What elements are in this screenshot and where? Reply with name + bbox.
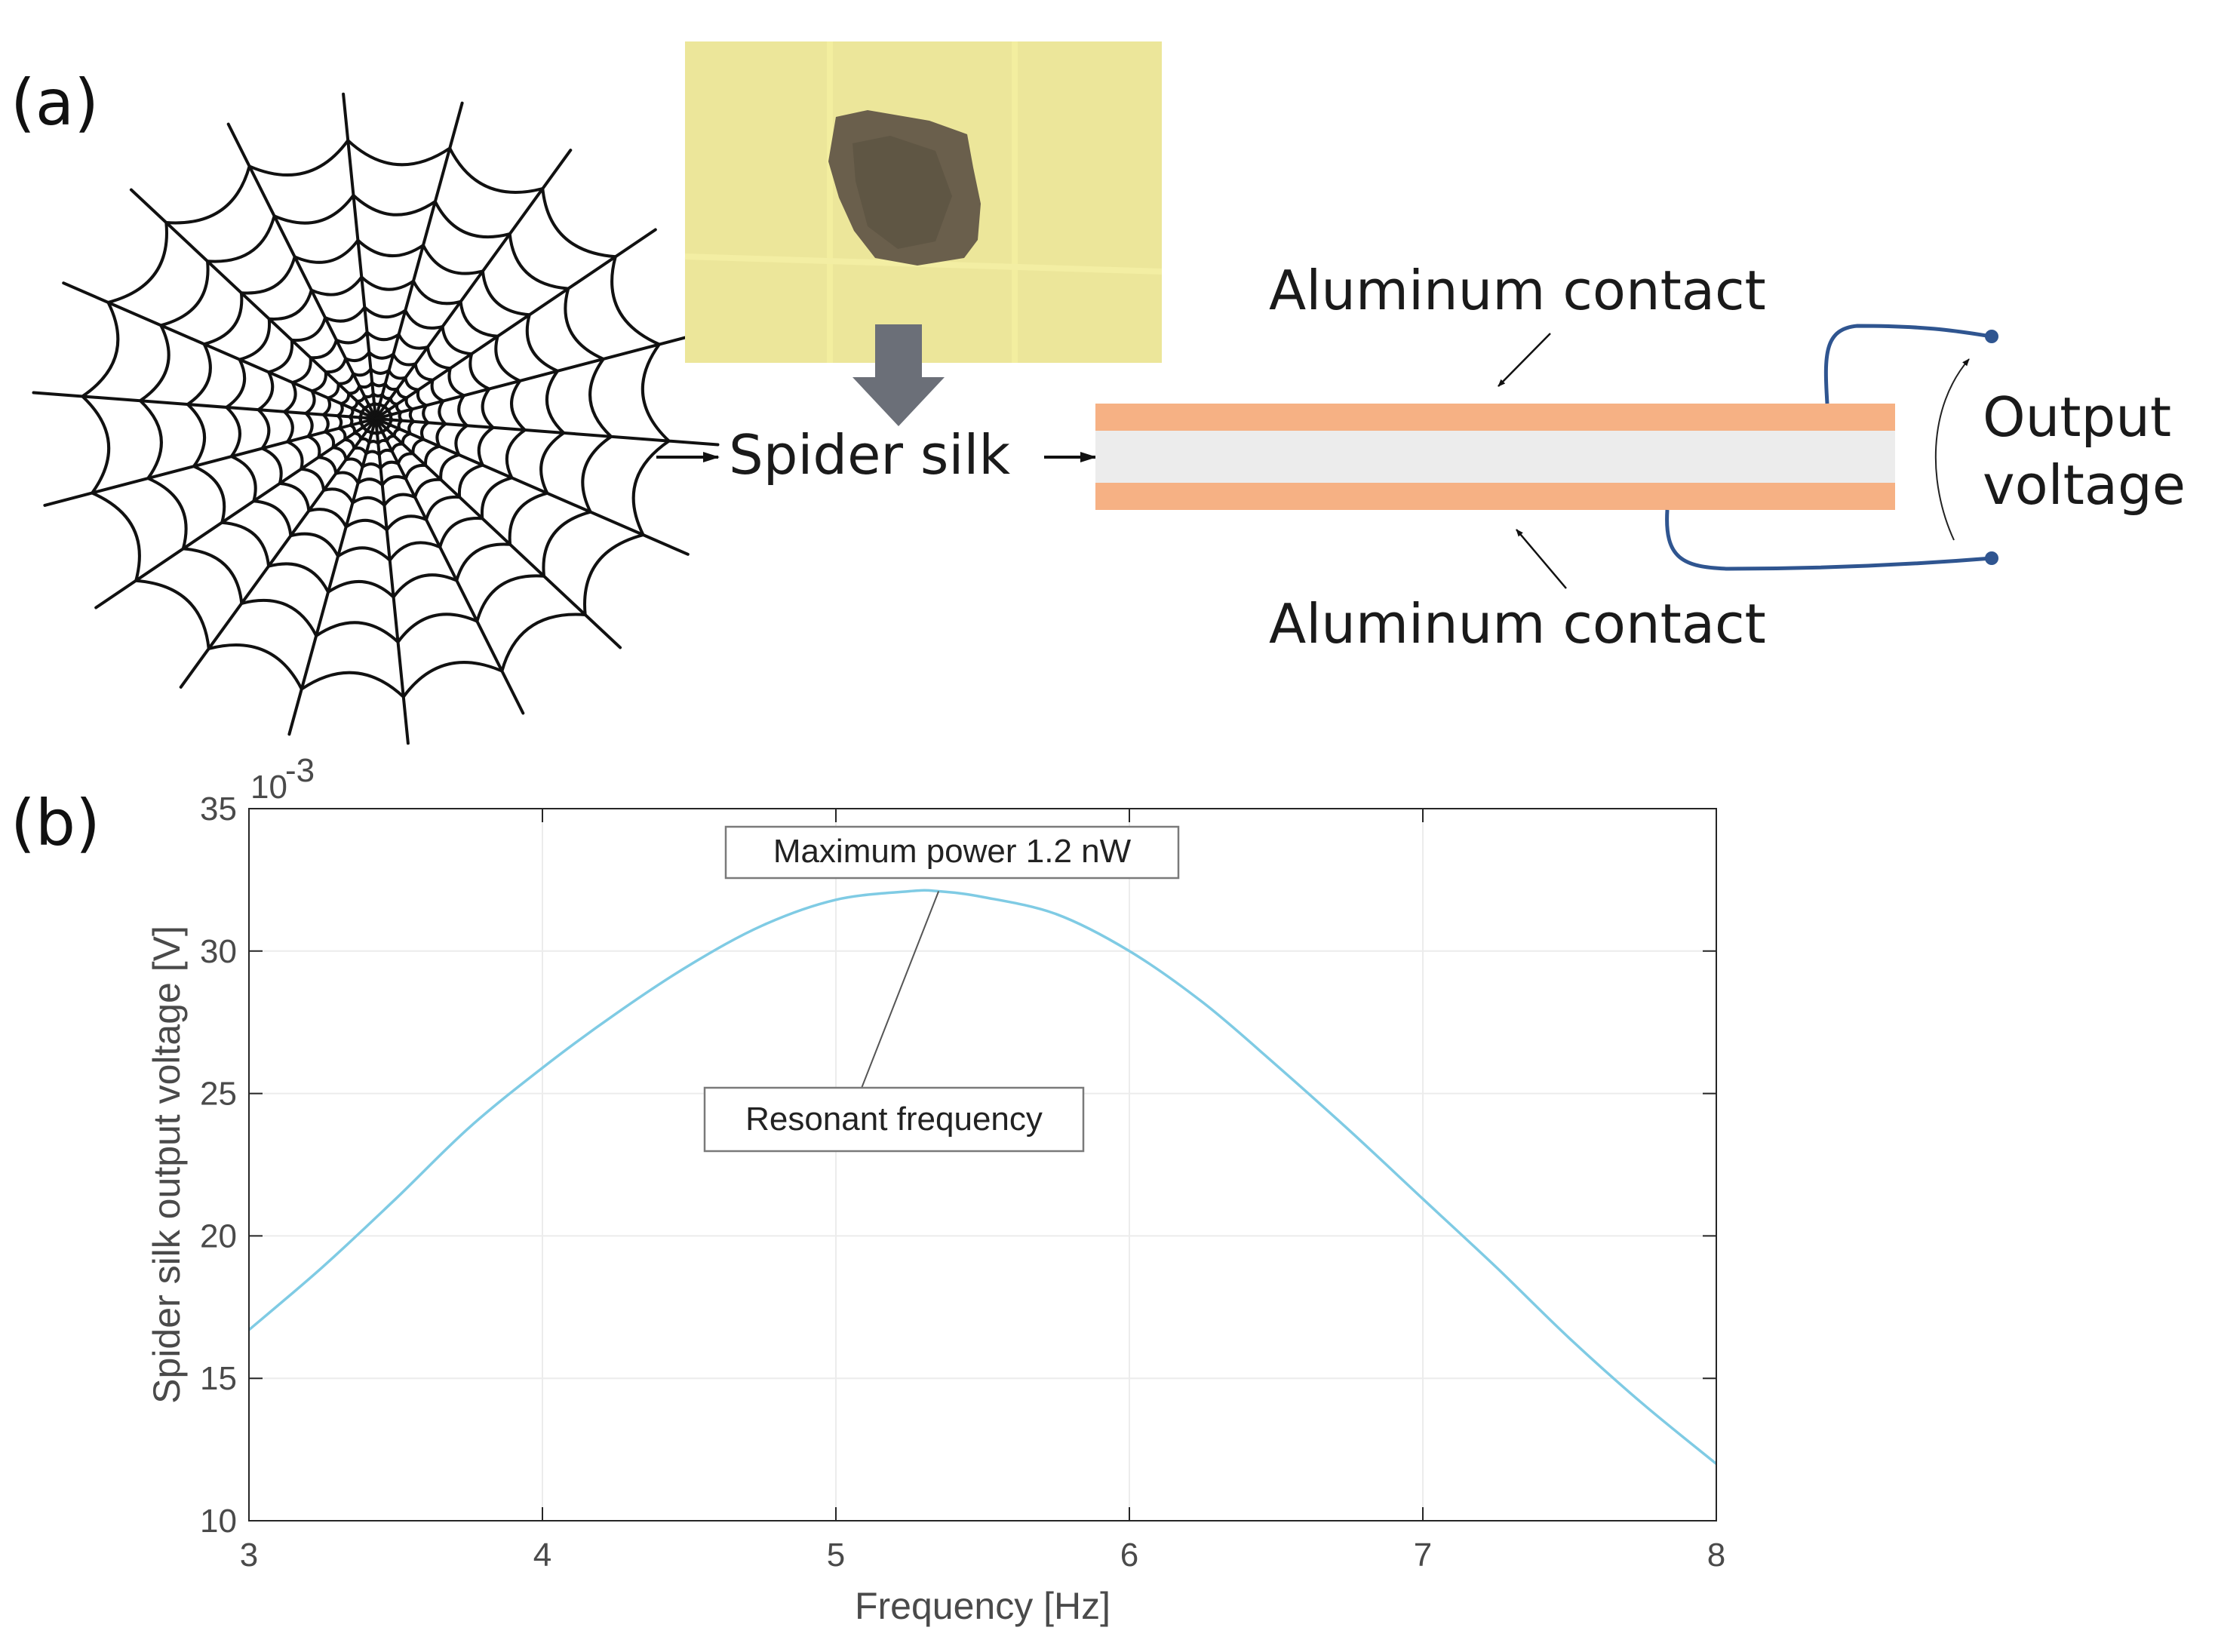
top-contact-pointer <box>1498 333 1551 387</box>
web-radial-thread <box>374 417 410 745</box>
top-terminal <box>1985 330 1998 343</box>
y-tick-label: 10 <box>200 1503 237 1540</box>
x-axis-label: Frequency [Hz] <box>855 1585 1111 1627</box>
panel-a-label: (a) <box>11 66 99 140</box>
series-line <box>247 889 1718 1465</box>
web-radial-thread <box>32 391 377 420</box>
web-radial-thread <box>374 101 464 420</box>
spider-web-illustration <box>32 92 720 745</box>
web-radial-thread <box>94 417 377 610</box>
web-spiral-thread <box>321 367 430 470</box>
silk-sample-photo <box>684 41 1163 363</box>
y-exponent-label: 10 <box>250 769 287 806</box>
web-radial-thread <box>374 149 573 420</box>
max-power-annotation: Maximum power 1.2 nW <box>773 833 1132 870</box>
annotation-box <box>724 825 1180 880</box>
output-voltage-arrow <box>1934 358 1970 541</box>
x-tick-label: 3 <box>240 1537 258 1574</box>
bottom-contact-label: Aluminum contact <box>1269 592 1766 656</box>
y-axis-label: Spider silk output voltage [V] <box>146 926 188 1404</box>
y-tick-label: 25 <box>200 1076 237 1113</box>
plot-area <box>249 809 1716 1521</box>
web-spiral-thread <box>81 139 671 699</box>
web-radial-thread <box>129 188 377 420</box>
y-tick-label: 20 <box>200 1218 237 1254</box>
bottom-terminal <box>1985 551 1998 565</box>
output-label-line2: voltage <box>1983 453 2186 517</box>
x-tick-label: 8 <box>1707 1537 1725 1574</box>
output-label-line1: Output <box>1983 385 2171 449</box>
web-radial-thread <box>287 417 377 736</box>
resonant-frequency-annotation: Resonant frequency <box>745 1101 1043 1138</box>
web-radial-thread <box>342 92 377 420</box>
web-spiral-thread <box>138 193 613 644</box>
x-tick-label: 5 <box>827 1537 845 1574</box>
bottom-aluminum-contact <box>1095 483 1895 510</box>
top-wire <box>1823 324 1992 404</box>
spider-silk-label: Spider silk <box>729 423 1010 487</box>
y-tick-label: 15 <box>200 1360 237 1397</box>
top-aluminum-contact <box>1095 404 1895 431</box>
web-spiral-thread <box>348 392 404 445</box>
web-spiral-thread <box>257 306 495 532</box>
resonant-pointer-line <box>861 891 940 1089</box>
web-radial-thread <box>374 417 690 556</box>
x-tick-label: 7 <box>1414 1537 1432 1574</box>
web-radial-thread <box>374 417 622 649</box>
bottom-contact-pointer <box>1516 529 1567 589</box>
panel-b-label: (b) <box>11 786 100 860</box>
web-radial-thread <box>374 228 657 420</box>
web-spiral-thread <box>283 330 468 507</box>
web-spiral-thread <box>336 381 416 456</box>
y-tick-label: 30 <box>200 933 237 970</box>
web-radial-thread <box>374 417 720 447</box>
device-stack <box>1095 404 1895 510</box>
web-radial-thread <box>62 281 377 420</box>
y-tick-label: 35 <box>200 791 237 828</box>
x-tick-label: 6 <box>1120 1537 1138 1574</box>
web-radial-thread <box>226 122 377 420</box>
top-contact-label: Aluminum contact <box>1269 259 1766 322</box>
y-exponent-power: -3 <box>285 752 315 789</box>
web-radial-thread <box>43 417 377 507</box>
web-spiral-thread <box>225 275 527 562</box>
bottom-wire <box>1665 509 1992 571</box>
web-spiral-thread <box>304 351 447 487</box>
web-radial-thread <box>374 417 525 715</box>
axes-frame <box>248 808 1717 1521</box>
web-radial-thread <box>374 330 708 420</box>
web-radial-thread <box>179 417 377 689</box>
down-arrow-icon <box>852 324 945 426</box>
web-spiral-thread <box>358 401 394 436</box>
x-tick-label: 4 <box>533 1537 551 1574</box>
web-spiral-thread <box>186 238 566 599</box>
annotation-box <box>703 1086 1085 1153</box>
